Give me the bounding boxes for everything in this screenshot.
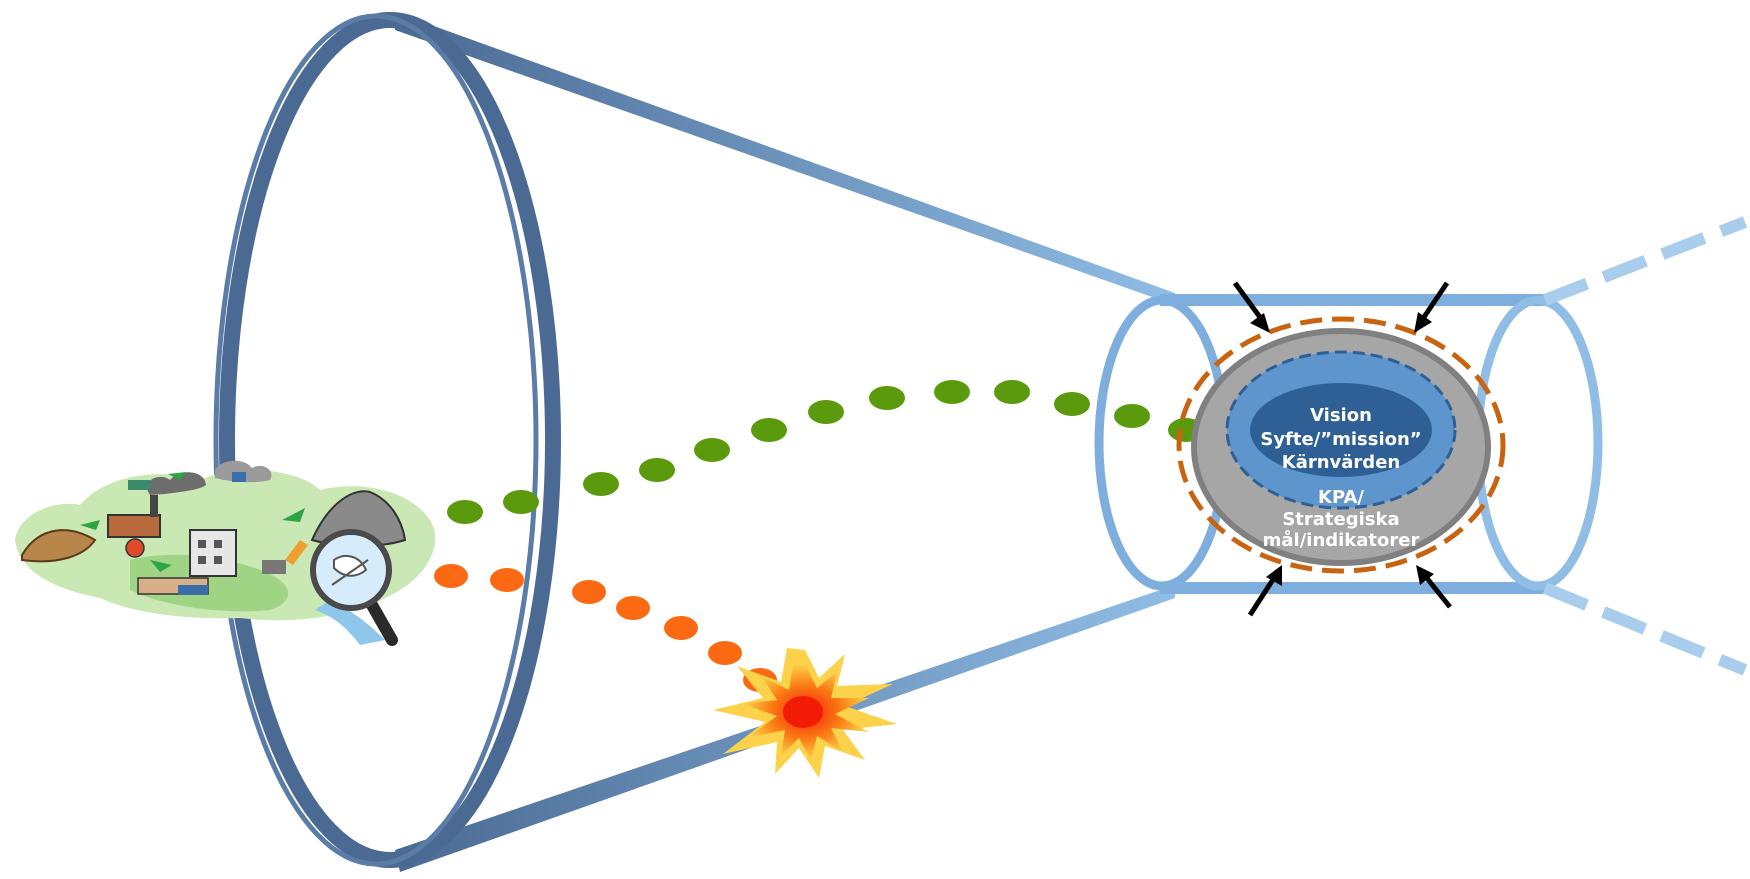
core-label-core-values: Kärnvärden [1282,452,1400,473]
inward-arrow-icon [1247,565,1282,617]
inward-arrow-icon [1416,565,1452,609]
core-label-mission: Syfte/”mission” [1260,429,1421,450]
strategy-core: Vision Syfte/”mission” Kärnvärden KPA/ S… [1176,316,1506,574]
funnel-mouth-ring [219,12,561,868]
landscape-river [315,600,385,645]
core-orange-dashed-boundary [1176,316,1506,574]
core-inner-ellipse [1250,383,1432,477]
inward-arrows [1232,281,1452,617]
tube-extension-top [1542,216,1748,306]
tube-extension-bottom [1542,582,1748,676]
worker-figure [125,538,145,558]
core-label-vision: Vision [1310,405,1372,426]
orange-dotted-path [434,564,777,692]
core-label-strategic: Strategiska [1282,509,1399,530]
factory-building [189,529,237,577]
core-label-kpa: KPA/ [1318,487,1364,508]
inward-arrow-icon [1232,281,1270,333]
funnel [213,12,1175,872]
explosion-icon [713,648,897,778]
funnel-top-edge [395,12,1175,305]
inward-arrow-icon [1414,281,1450,333]
factory-smoke [147,472,206,495]
magnifying-glass-icon [310,529,398,646]
funnel-mouth-rim [213,13,539,867]
landscape-hill [21,529,97,563]
tube-right-ring [1473,295,1603,591]
core-label-goals-indicators: mål/indikatorer [1263,529,1420,551]
factory-shed [107,514,161,538]
